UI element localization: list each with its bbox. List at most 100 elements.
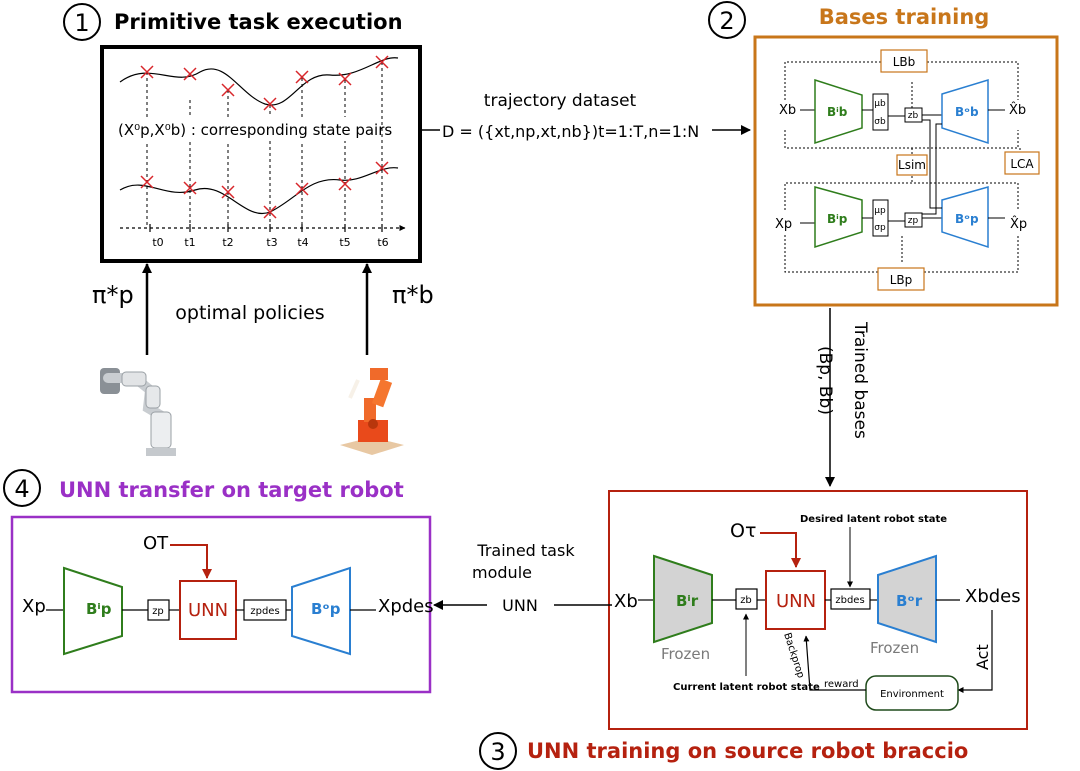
frozen-encoder-label: Bⁱr	[676, 592, 699, 610]
step3-number: 3	[490, 738, 505, 766]
policies-caption: optimal policies	[175, 302, 324, 324]
state-pair-dashed-links	[146, 62, 383, 228]
label-zp: zp	[908, 216, 919, 226]
label-xb: Xb	[779, 103, 796, 118]
module-caption-line1: Trained task	[476, 541, 575, 560]
loss-lca: LCA	[1010, 157, 1034, 171]
step2-section: 2 Bases training	[708, 1, 1059, 307]
loss-lsim: Lsim	[898, 158, 926, 172]
label-xhat-p: X̂p	[1010, 217, 1027, 232]
step4-section: 4 UNN transfer on target robot OT Xp Bⁱp…	[3, 469, 434, 694]
braccio-robot-image	[340, 368, 404, 455]
target-decoder-label: Bᵒp	[311, 600, 341, 618]
step3-title: UNN training on source robot braccio	[527, 739, 968, 763]
trajectory-curve-top	[119, 57, 399, 106]
unn-target-box	[179, 580, 237, 640]
label-xhat-b: X̂b	[1009, 103, 1026, 118]
mu-sigma-b	[872, 93, 889, 131]
franka-panda-robot-image	[100, 368, 176, 456]
module-unn-label: UNN	[502, 596, 538, 615]
trained-bases-link: Trained bases (Bp, Bb)	[815, 308, 870, 487]
tick-label-t2: t2	[222, 236, 233, 249]
label-enc-p: Bⁱp	[827, 212, 848, 226]
dataset-formula: D = ({xt,np,xt,nb})t=1:T,n=1:N	[442, 122, 699, 141]
tick-label-t3: t3	[266, 236, 277, 249]
zb-box	[735, 588, 758, 610]
dataset-caption: trajectory dataset	[484, 91, 637, 111]
label-zb: zb	[908, 111, 919, 121]
trained-bases-pair: (Bp, Bb)	[815, 346, 835, 415]
decoder-p	[941, 186, 989, 249]
module-link: Trained task module UNN	[433, 541, 612, 615]
label-sigma-b: σb	[874, 117, 886, 127]
step1-section: 1 Primitive task execution t0 t1 t2 t3 t…	[63, 3, 422, 263]
trajectory-plot-box	[100, 45, 422, 263]
encoder-b	[814, 78, 863, 145]
zbdes-label: zbdes	[835, 595, 864, 606]
encoder-p	[814, 186, 863, 249]
latent-zp-box	[904, 212, 923, 228]
loss-lca-box	[1004, 151, 1040, 175]
step3-section: Oτ Desired latent robot state Xb Bⁱr Fro…	[479, 490, 1028, 770]
xpdes-output-label: Xpdes	[378, 596, 434, 617]
act-label: Act	[973, 644, 992, 670]
step2-number-circle	[708, 1, 746, 39]
xbdes-output-label: Xbdes	[965, 586, 1021, 607]
target-encoder	[63, 566, 123, 656]
step1-number-circle	[63, 3, 101, 41]
tick-label-t5: t5	[339, 236, 350, 249]
trained-bases-text: Trained bases	[850, 321, 870, 439]
target-decoder	[291, 566, 351, 656]
sample-crosses-top	[140, 55, 389, 111]
label-mu-b: μb	[874, 99, 886, 109]
zb-label: zb	[740, 595, 752, 606]
step2-title: Bases training	[819, 5, 990, 29]
step3-number-circle	[479, 732, 517, 770]
frozen-decoder-label: Bᵒr	[896, 592, 923, 610]
step4-number-circle	[3, 469, 41, 507]
environment-box	[865, 675, 959, 711]
loss-lbb: LBb	[893, 55, 916, 69]
label-enc-b: Bⁱb	[827, 105, 848, 119]
tick-label-t6: t6	[377, 236, 388, 249]
sample-crosses-bottom	[140, 161, 389, 219]
desired-latent-label: Desired latent robot state	[800, 514, 947, 525]
xp-input-label: Xp	[22, 596, 46, 617]
unn-source-label: UNN	[776, 591, 816, 612]
module-caption-line2: module	[472, 563, 532, 582]
label-mu-p: μp	[874, 206, 886, 216]
zpdes-label: zpdes	[250, 606, 279, 617]
zbdes-box	[830, 588, 871, 610]
state-pairs-label: (X⁰p,X⁰b) : corresponding state pairs	[118, 121, 392, 139]
current-latent-label: Current latent robot state	[673, 682, 820, 693]
label-dec-p: Bᵒp	[955, 212, 979, 226]
tick-label-t1: t1	[184, 236, 195, 249]
policies-section: π*p π*b optimal policies	[92, 263, 434, 456]
zp-label: zp	[152, 606, 164, 617]
policy-pi-b: π*b	[392, 281, 434, 309]
label-xp: Xp	[775, 217, 792, 232]
step4-number: 4	[14, 475, 29, 503]
tick-label-t4: t4	[297, 236, 308, 249]
reward-label: reward	[824, 679, 859, 690]
target-encoder-label: Bⁱp	[86, 600, 112, 618]
unn-target-label: UNN	[188, 600, 228, 621]
environment-label: Environment	[880, 689, 944, 700]
loss-lbp: LBp	[890, 273, 913, 287]
frozen-decoder	[877, 554, 937, 644]
o-t-label: OT	[143, 533, 169, 554]
decoder-b	[941, 78, 989, 145]
step1-title: Primitive task execution	[114, 10, 403, 34]
loss-lbp-box	[877, 267, 925, 291]
loss-lbb-box	[880, 49, 928, 73]
policy-pi-p: π*p	[92, 281, 134, 309]
xb-input-label: Xb	[614, 591, 638, 612]
unn-source-box	[765, 570, 826, 630]
o-tau-label: Oτ	[730, 520, 756, 542]
tick-label-t0: t0	[152, 236, 163, 249]
frozen-right-label: Frozen	[870, 639, 919, 657]
loss-lsim-box	[896, 154, 928, 176]
dataset-link: trajectory dataset D = ({xt,np,xt,nb})t=…	[422, 91, 751, 141]
label-sigma-p: σp	[874, 223, 886, 233]
